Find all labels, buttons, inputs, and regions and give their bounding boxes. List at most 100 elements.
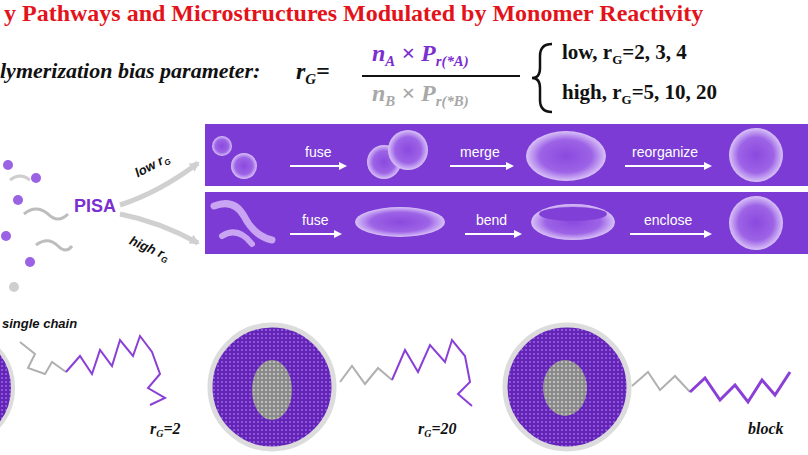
fraction-bar [362, 75, 520, 77]
label-text: r [150, 420, 156, 437]
vesicle-snapshot [0, 325, 629, 449]
symbol: rG= [296, 58, 330, 88]
vesicle-pathway [388, 130, 428, 170]
label-text: high r [127, 233, 166, 261]
denominator: nB ×Pr(*B) [372, 80, 469, 110]
monomer-dots [1, 160, 41, 292]
parameter-label: lymerization bias parameter: [0, 58, 260, 84]
subscript: G [305, 71, 316, 87]
lamella-pathway [630, 233, 710, 235]
lamella-pathway [355, 207, 445, 237]
pathway-band [205, 192, 808, 254]
step-label: bend [476, 212, 507, 228]
vesicle-snapshot [505, 325, 629, 449]
single-chain [20, 342, 66, 374]
vesicle-pathway [450, 165, 512, 167]
brace [532, 44, 552, 112]
subscript: G [160, 255, 169, 266]
panel-label: block [748, 420, 784, 438]
label-text: low r [132, 153, 166, 180]
label-text: =2, 3, 4 [622, 40, 686, 64]
lamella-pathway [290, 233, 340, 235]
pathway-band [205, 124, 808, 254]
subscript: B [385, 93, 395, 109]
subscript: A [385, 53, 395, 69]
pathway-band [205, 124, 808, 186]
label-text: high, r [562, 80, 622, 104]
range-label: high, rG=5, 10, 20 [562, 80, 717, 108]
vesicle-pathway [290, 165, 345, 167]
range-label: low, rG=2, 3, 4 [562, 40, 687, 68]
single-chain [340, 366, 392, 384]
vesicle-pathway [625, 165, 710, 167]
step-label: enclose [644, 212, 692, 228]
label-text: × [401, 80, 415, 106]
macro-chain [10, 176, 30, 180]
brace [532, 44, 552, 112]
vesicle-snapshot [210, 325, 334, 449]
label-text: block [748, 420, 784, 437]
step-label: fuse [302, 212, 328, 228]
branch-label: low rG [132, 150, 172, 182]
label-text: n [372, 80, 385, 106]
label-text: =20 [431, 420, 456, 437]
subscript: r(*B) [436, 93, 469, 109]
monomer-dots [13, 195, 23, 205]
numerator: nA×Pr(*A) [372, 40, 469, 70]
vesicle-pathway [231, 153, 257, 179]
branch-label: high rG [127, 233, 173, 266]
single-chain [690, 372, 790, 402]
label-text: PISA [74, 196, 116, 216]
vesicle-pathway [212, 128, 783, 182]
panel-label: single chain [2, 316, 77, 331]
monomer-dots [9, 282, 19, 292]
vesicle-snapshot [543, 360, 587, 416]
step-label: fuse [305, 144, 331, 160]
process-label: PISA [74, 196, 116, 217]
subscript: G [156, 428, 163, 439]
label-text: low, r [562, 40, 612, 64]
title: y Pathways and Microstructures Modulated… [4, 0, 703, 27]
label-text: r [296, 58, 305, 84]
branch-arrows [120, 163, 198, 243]
pathway-band: fuse merge reorganize [205, 124, 808, 186]
lamella-pathway [531, 204, 615, 240]
single-chain [392, 340, 472, 406]
lamella-pathway [214, 196, 783, 250]
vesicle-pathway [526, 131, 606, 181]
vesicle-pathway [729, 128, 783, 182]
monomer-dots [1, 231, 11, 241]
label-text: =2 [163, 420, 180, 437]
lamella-pathway [222, 232, 252, 244]
pathway-band: fuse bend enclose [205, 192, 808, 254]
monomer-dots [31, 173, 41, 183]
label-text: r [418, 420, 424, 437]
step-label: reorganize [632, 144, 698, 160]
macro-chain [24, 209, 68, 219]
label-text: × [401, 40, 415, 66]
subscript: G [612, 52, 622, 67]
vesicle-snapshot [0, 330, 13, 446]
subscript: G [424, 428, 431, 439]
lamella-pathway [539, 207, 607, 221]
label-text: P [421, 80, 436, 106]
label-text: = [316, 58, 330, 84]
step-label: merge [460, 144, 500, 160]
vesicle-snapshot [252, 360, 292, 420]
monomer-dots [3, 160, 13, 170]
panel-label: rG=2 [150, 420, 181, 439]
label-text: single chain [2, 316, 77, 331]
macro-chain [36, 241, 72, 250]
single-chain [20, 336, 790, 406]
panel-label: rG=20 [418, 420, 457, 439]
lamella-pathway [729, 196, 783, 250]
label-text: lymerization bias parameter: [0, 58, 260, 83]
fraction-bar [362, 76, 520, 77]
subscript: r(*A) [436, 53, 469, 69]
lamella-pathway [465, 233, 520, 235]
single-chain [66, 336, 165, 405]
macro-chain [10, 176, 72, 250]
vesicle-pathway [212, 136, 232, 156]
label-text: =5, 10, 20 [632, 80, 717, 104]
